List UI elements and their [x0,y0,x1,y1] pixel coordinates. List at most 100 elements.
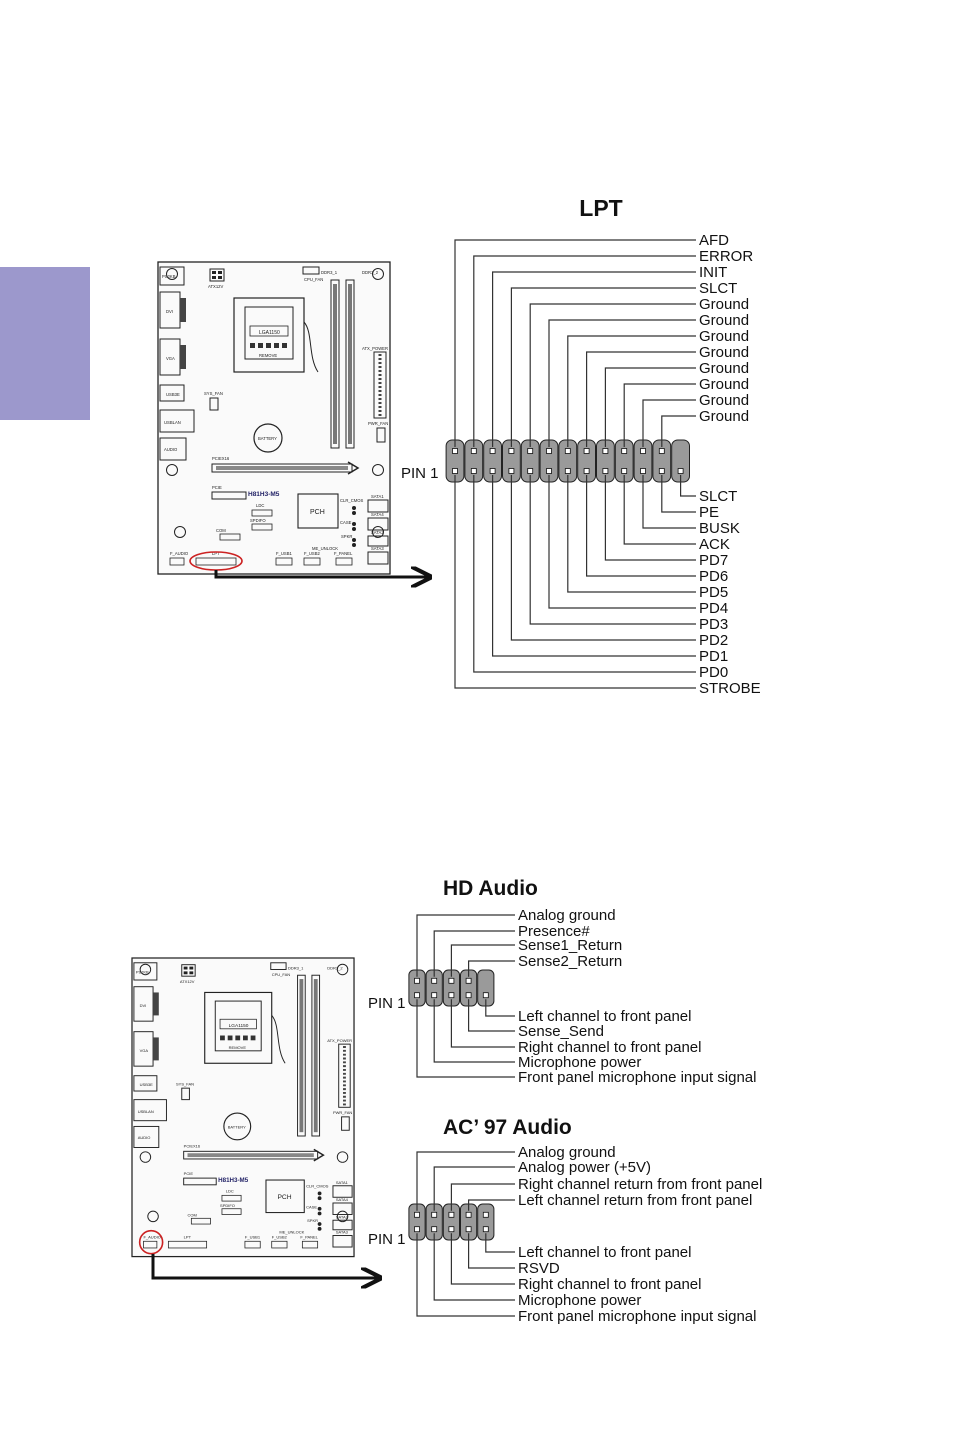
board-label-com: COM [216,528,226,533]
pin [431,1226,438,1233]
leader-line [492,475,696,657]
lpt-board: PS2KB ATX12V CPU_FAN DDR3_1 DDR3_2 LGA11… [156,260,392,576]
board-label-sata3: SATA3 [336,1230,349,1235]
board-label-pwr-fan: PWR_FAN [368,421,388,426]
pin [640,448,646,454]
ac97-audio-pin1-label: PIN 1 [368,1231,406,1248]
pin [508,448,515,454]
board-label-sata4: SATA4 [336,1197,349,1202]
leader-line [450,1183,515,1211]
lpt-pin-label: PD5 [699,584,728,601]
leader-line [510,475,696,641]
hd-audio-pin1-label: PIN 1 [368,995,406,1012]
lpt-pin-label: PD7 [699,552,728,569]
board-label-cpu-fan: CPU_FAN [272,972,291,977]
leader-line [468,999,515,1032]
hd-audio-pin-label: Microphone power [518,1054,641,1071]
leader-line [567,475,696,593]
ac97-audio-pin-label: Analog power (+5V) [518,1159,651,1176]
pin [414,977,420,984]
board-label-vga: VGA [140,1048,149,1053]
hd-audio-pin-label: Analog ground [518,907,616,924]
board-label-pcie: PCIE [212,485,222,490]
lpt-pin-label: PD3 [699,616,728,633]
hd-audio-pin-label: Presence# [518,923,590,940]
board-label-sata1: SATA1 [336,1180,349,1185]
lpt-pin-label: ACK [699,536,730,553]
hd-audio-pin-label: Front panel microphone input signal [518,1069,756,1086]
audio-section: HD Audio AC’ 97 Audio PS2KB ATX12V CPU_F… [130,877,762,1325]
lpt-pin-label: Ground [699,408,749,425]
ac97-audio-pin-label: Analog ground [518,1144,616,1161]
leader-line [529,475,696,625]
pin [414,992,420,999]
pin [527,448,534,454]
board-label-com: COM [188,1212,197,1217]
pin [527,468,534,474]
pin [564,468,571,474]
leader-line [416,914,515,977]
pin [508,468,515,474]
leader-line [485,999,515,1017]
leader-line [680,475,696,497]
board-label-atx-power: ATX_POWER [362,346,388,351]
pin [482,992,489,999]
pin [546,468,552,474]
leader-line [642,475,696,529]
board-label-sata2: SATA2 [336,1214,349,1219]
section-side-tab [0,267,90,420]
board-label-model: H81H3-M5 [248,491,280,498]
leader-line [433,1233,515,1301]
board-label-socket: LGA1150 [259,330,280,336]
leader-line [433,999,515,1063]
board-label-sata2: SATA2 [371,530,384,535]
board-label-cpu-fan: CPU_FAN [304,277,323,282]
leader-line [642,399,696,447]
lpt-pin-label: PD0 [699,664,728,681]
leader-line [473,255,696,447]
pin [465,977,472,984]
pin [658,448,665,454]
leader-line [416,999,515,1078]
leader-line [548,319,696,447]
pin [583,468,590,474]
board-label-atx12v: ATX12V [180,979,195,984]
lpt-pin-label: Ground [699,328,749,345]
pin [448,992,455,999]
board-label-sys-fan: SYS_FAN [176,1081,194,1086]
pin [640,468,646,474]
board-label-ddr3-1: DDR3_1 [288,965,304,970]
ac97-audio-pin-label: Front panel microphone input signal [518,1308,756,1325]
board-label-atx12v: ATX12V [208,284,223,289]
lpt-pointer-arrow [214,570,430,577]
pin [602,468,609,474]
pin [448,1211,455,1218]
board-label-spdifo: SPDIFO [220,1203,235,1208]
board-label-ps2: PS2KB [136,969,149,974]
leader-line [468,1233,515,1269]
board-label-sata3: SATA3 [371,546,384,551]
pin [489,448,496,454]
leader-line [623,383,696,447]
ac97-audio-leader-lines [416,1151,515,1317]
hd-audio-title: HD Audio [443,877,538,900]
board-label-case: CASE [340,520,352,525]
lpt-pin-label: ERROR [699,248,753,265]
board-label-clr-cmos: CLR_CMOS [340,498,363,503]
board-label-f-audio: F_AUDIO [143,1234,160,1239]
pin [482,1211,489,1218]
pin [414,1226,420,1233]
pin [658,468,665,474]
pin [470,448,477,454]
lpt-pin-label: Ground [699,344,749,361]
lpt-pin-header [445,439,691,483]
board-label-pch: PCH [277,1194,291,1201]
lpt-pin-label: Ground [699,296,749,313]
board-label-ddr3-2: DDR3_2 [327,965,343,970]
board-label-me-unlock: ME_UNLOCK [279,1230,304,1235]
board-label-battery: BATTERY [258,436,277,441]
board-label-atx-power: ATX_POWER [327,1038,352,1043]
leader-line [661,415,696,447]
ac97-audio-pin-label: RSVD [518,1260,560,1277]
